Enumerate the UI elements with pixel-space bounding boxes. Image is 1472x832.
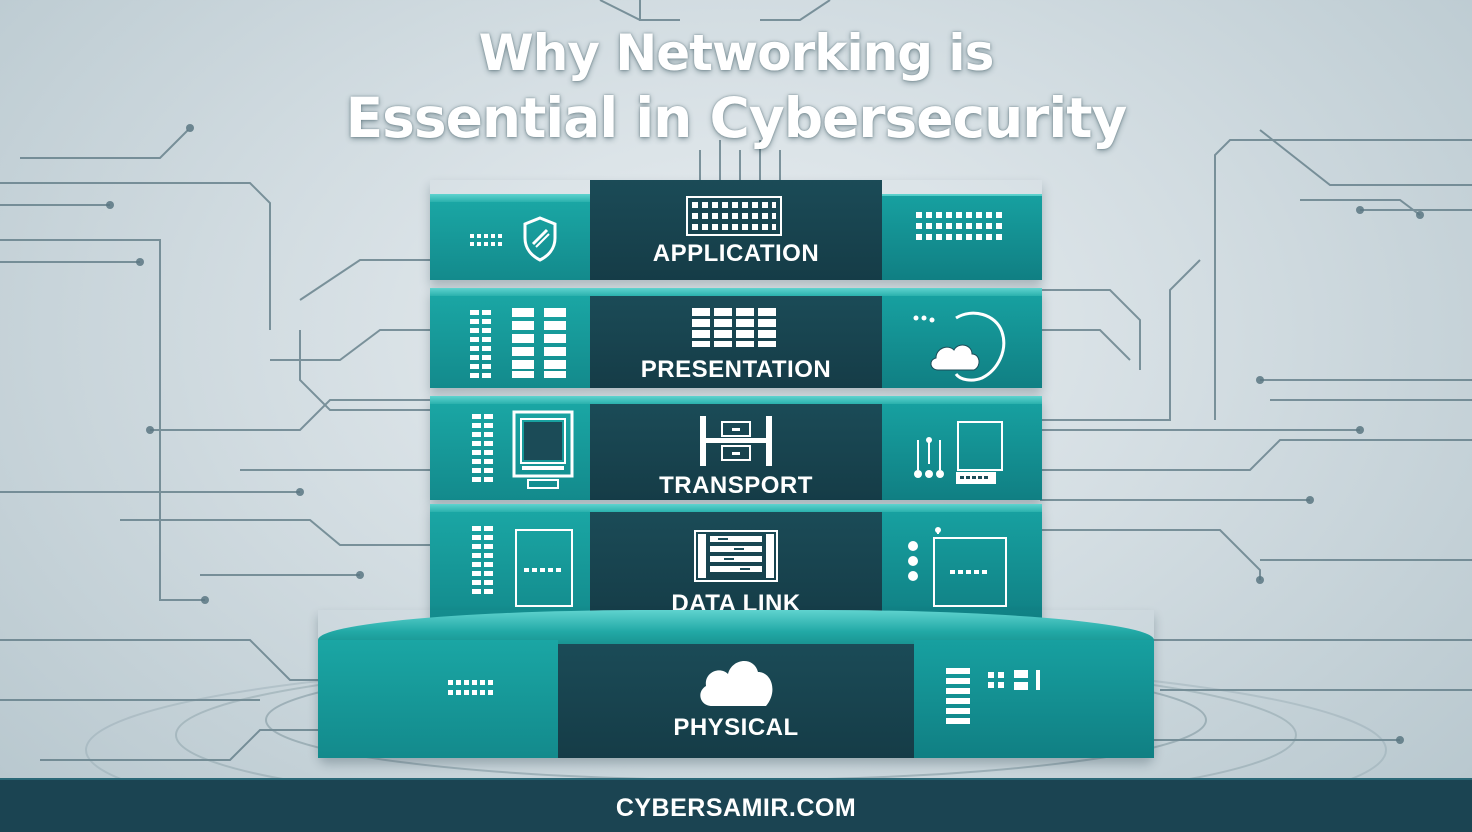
layer-rim	[430, 288, 1042, 296]
panel-icon	[515, 529, 573, 607]
layer-physical: PHYSICAL	[318, 610, 1154, 758]
layer-label-application: APPLICATION	[652, 240, 820, 267]
shield-icon	[523, 216, 557, 262]
title-line-1: Why Networking is	[478, 24, 995, 82]
server-icon	[700, 416, 772, 466]
panel-icon	[933, 527, 1007, 607]
keyboard-icon	[686, 196, 782, 236]
layer-data-link: DATA LINK	[430, 504, 1042, 622]
cloud-icon	[700, 660, 773, 706]
dot-grid-icon	[916, 212, 1002, 240]
layer-label-presentation: PRESENTATION	[640, 356, 832, 383]
dot-grid-icon	[472, 414, 493, 482]
server-rack-icon	[512, 308, 566, 378]
connector-icon	[914, 437, 944, 478]
layer-transport: TRANSPORT	[430, 396, 1042, 500]
footer-website: CYBERSAMIR.COM	[615, 794, 857, 822]
layer-label-physical: PHYSICAL	[673, 714, 799, 741]
layer-presentation: PRESENTATION	[430, 288, 1042, 388]
layer-label-transport: TRANSPORT	[659, 472, 813, 499]
title-line-2: Essential in Cybersecurity	[345, 86, 1128, 150]
server-rack-icon	[694, 530, 778, 582]
dot-grid-icon	[470, 310, 491, 378]
dot-grid-icon	[472, 526, 493, 594]
dot-grid-icon	[470, 234, 502, 246]
layer-rim	[430, 396, 1042, 404]
dot-column-icon	[908, 541, 918, 581]
footer-bar: CYBERSAMIR.COM	[0, 778, 1472, 832]
grid-icon	[692, 308, 776, 347]
cloud-icon	[913, 311, 1006, 382]
monitor-icon	[512, 410, 574, 489]
layer-rim	[430, 504, 1042, 512]
monitor-icon	[956, 421, 1003, 484]
layer-application: APPLICATION	[430, 180, 1042, 280]
dot-grid-icon	[448, 680, 493, 695]
server-rack-icon	[946, 668, 1040, 724]
